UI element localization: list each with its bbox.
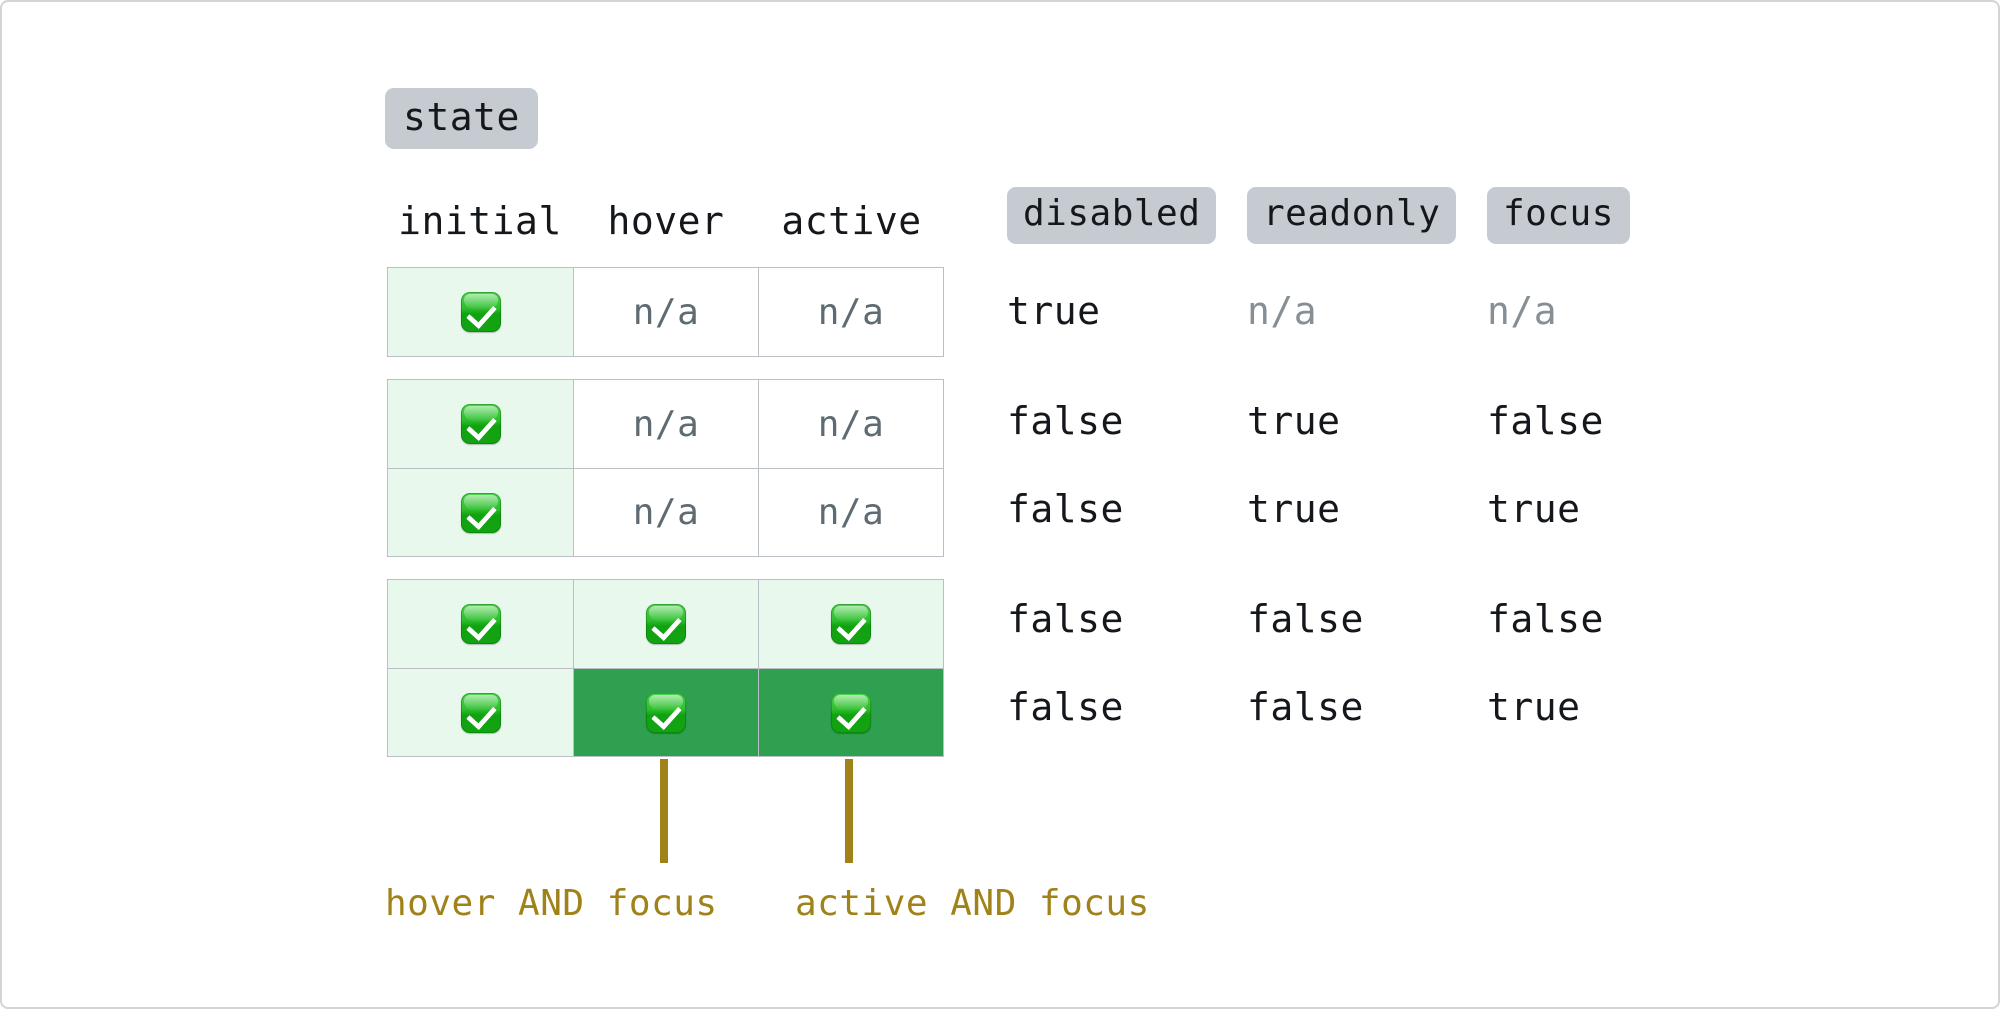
- checkbox-checked-icon[interactable]: [460, 604, 501, 644]
- flag-row: true n/a n/a: [1007, 267, 1727, 355]
- matrix-cell-active[interactable]: n/a: [758, 380, 943, 468]
- row-group: n/a n/a n/a n/a: [387, 379, 944, 557]
- matrix-cell-initial[interactable]: [388, 268, 573, 356]
- checkbox-checked-icon[interactable]: [460, 292, 501, 332]
- matrix-cell-hover[interactable]: [573, 669, 758, 756]
- cell-value: n/a: [632, 291, 700, 333]
- matrix-cell-hover[interactable]: n/a: [573, 469, 758, 556]
- checkbox-checked-icon[interactable]: [460, 404, 501, 444]
- flag-value-focus: false: [1487, 399, 1604, 443]
- cell-value: n/a: [817, 291, 885, 333]
- matrix-cell-active[interactable]: [758, 580, 943, 668]
- checkbox-checked-icon[interactable]: [646, 604, 686, 644]
- checkbox-checked-icon[interactable]: [646, 692, 686, 733]
- flag-value-readonly: false: [1247, 685, 1364, 729]
- matrix-row: [388, 668, 943, 756]
- column-header-active: active: [781, 199, 922, 243]
- flag-value-focus: n/a: [1487, 289, 1558, 333]
- flag-value-focus: true: [1487, 685, 1581, 729]
- matrix-row: n/a n/a: [388, 268, 943, 356]
- flag-row: false false false: [1007, 575, 1727, 663]
- annotation-hover-and-focus: hover AND focus: [385, 883, 718, 924]
- flag-header-focus: focus: [1487, 187, 1630, 244]
- flag-value-disabled: false: [1007, 487, 1124, 531]
- flag-value-readonly: false: [1247, 597, 1364, 641]
- cell-value: n/a: [817, 492, 885, 533]
- checkbox-checked-icon[interactable]: [831, 604, 871, 644]
- connector-line-hover-focus: [660, 759, 668, 863]
- matrix-row: n/a n/a: [388, 380, 943, 468]
- flag-value-disabled: true: [1007, 289, 1101, 333]
- row-group: [387, 579, 944, 757]
- matrix-cell-initial[interactable]: [388, 580, 573, 668]
- column-header-hover: hover: [607, 199, 725, 243]
- flag-header-slot-disabled: disabled: [1007, 187, 1247, 244]
- cell-value: n/a: [817, 403, 885, 445]
- flag-value-readonly: true: [1247, 399, 1341, 443]
- flag-value-readonly: true: [1247, 487, 1341, 531]
- matrix-cell-active[interactable]: n/a: [758, 469, 943, 556]
- flag-value-disabled: false: [1007, 597, 1124, 641]
- state-matrix: n/a n/a n/a n/a n/a n/a: [387, 267, 944, 757]
- flag-value-readonly: n/a: [1247, 289, 1318, 333]
- checkbox-checked-icon[interactable]: [460, 692, 501, 733]
- flag-column-headers: disabled readonly focus: [1007, 187, 1727, 244]
- matrix-row: n/a n/a: [388, 468, 943, 556]
- matrix-cell-initial[interactable]: [388, 469, 573, 556]
- cell-value: n/a: [632, 403, 700, 445]
- flag-value-focus: true: [1487, 487, 1581, 531]
- state-badge: state: [385, 88, 538, 149]
- flag-value-disabled: false: [1007, 685, 1124, 729]
- flag-header-readonly: readonly: [1247, 187, 1457, 244]
- matrix-cell-active[interactable]: n/a: [758, 268, 943, 356]
- connector-line-active-focus: [845, 759, 853, 863]
- flag-value-focus: false: [1487, 597, 1604, 641]
- matrix-cell-initial[interactable]: [388, 380, 573, 468]
- matrix-cell-active[interactable]: [758, 669, 943, 756]
- row-group: n/a n/a: [387, 267, 944, 357]
- column-header-initial: initial: [398, 199, 562, 243]
- cell-value: n/a: [632, 492, 700, 533]
- matrix-cell-hover[interactable]: n/a: [573, 380, 758, 468]
- flag-value-disabled: false: [1007, 399, 1124, 443]
- checkbox-checked-icon[interactable]: [831, 692, 871, 733]
- matrix-row: [388, 580, 943, 668]
- matrix-cell-hover[interactable]: [573, 580, 758, 668]
- flag-row: false true false: [1007, 377, 1727, 465]
- flag-header-slot-focus: focus: [1487, 187, 1727, 244]
- matrix-cell-hover[interactable]: n/a: [573, 268, 758, 356]
- flag-row: false false true: [1007, 663, 1727, 751]
- matrix-cell-initial[interactable]: [388, 669, 573, 756]
- flag-row: false true true: [1007, 465, 1727, 553]
- grid-column-headers: initial hover active: [387, 194, 944, 240]
- annotation-active-and-focus: active AND focus: [795, 883, 1150, 924]
- checkbox-checked-icon[interactable]: [460, 492, 501, 533]
- flag-header-disabled: disabled: [1007, 187, 1217, 244]
- flag-header-slot-readonly: readonly: [1247, 187, 1487, 244]
